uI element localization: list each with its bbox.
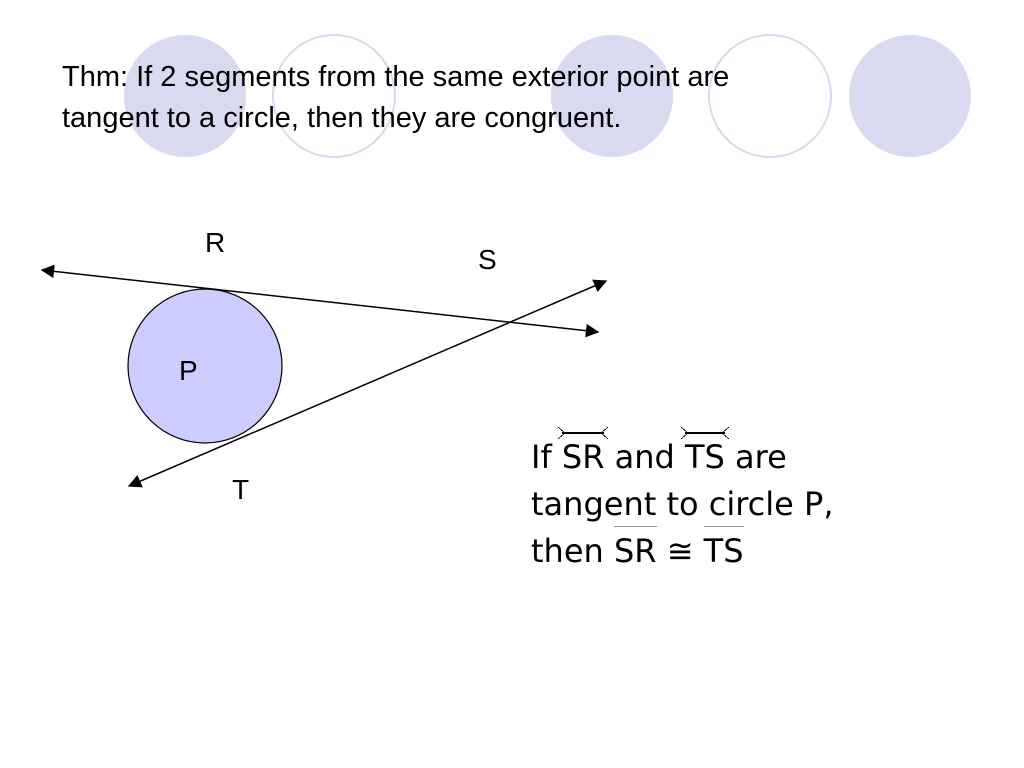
statement-line-2: tangent to circle P,: [531, 485, 834, 523]
tangent-line-ts: [127, 279, 608, 488]
title-line-2: tangent to a circle, then they are congr…: [62, 102, 622, 134]
statement-line-3: then SR ≅ TS: [531, 526, 951, 575]
theorem-statement: If SR and TS are tangent to circle P, th…: [531, 427, 951, 575]
point-label-r: R: [205, 227, 225, 258]
header-decoration: [124, 34, 971, 158]
statement-and: and: [614, 438, 675, 476]
slide-title: Thm: If 2 segments from the same exterio…: [62, 57, 962, 139]
point-label-t: T: [232, 474, 249, 505]
congruent-symbol: ≅: [666, 532, 694, 570]
decor-circle-outline: [708, 34, 832, 158]
center-label-p: P: [179, 355, 198, 386]
decor-circle-filled: [124, 35, 246, 157]
statement-if: If: [531, 438, 552, 476]
line-sr: SR: [557, 427, 608, 481]
circle-p: [127, 288, 283, 444]
line-ts: TS: [680, 427, 729, 481]
decor-circle-filled: [849, 35, 971, 157]
title-line-1: Thm: If 2 segments from the same exterio…: [62, 61, 730, 93]
tangent-line-sr: [40, 264, 600, 338]
segment-sr: SR: [613, 526, 657, 575]
point-label-s: S: [478, 244, 497, 275]
decor-circle-outline: [272, 34, 396, 158]
segment-ts: TS: [703, 526, 744, 575]
decor-circle-filled: [551, 35, 673, 157]
statement-then: then: [531, 532, 604, 570]
statement-are: are: [735, 438, 787, 476]
statement-line-1: If SR and TS are: [531, 427, 951, 481]
